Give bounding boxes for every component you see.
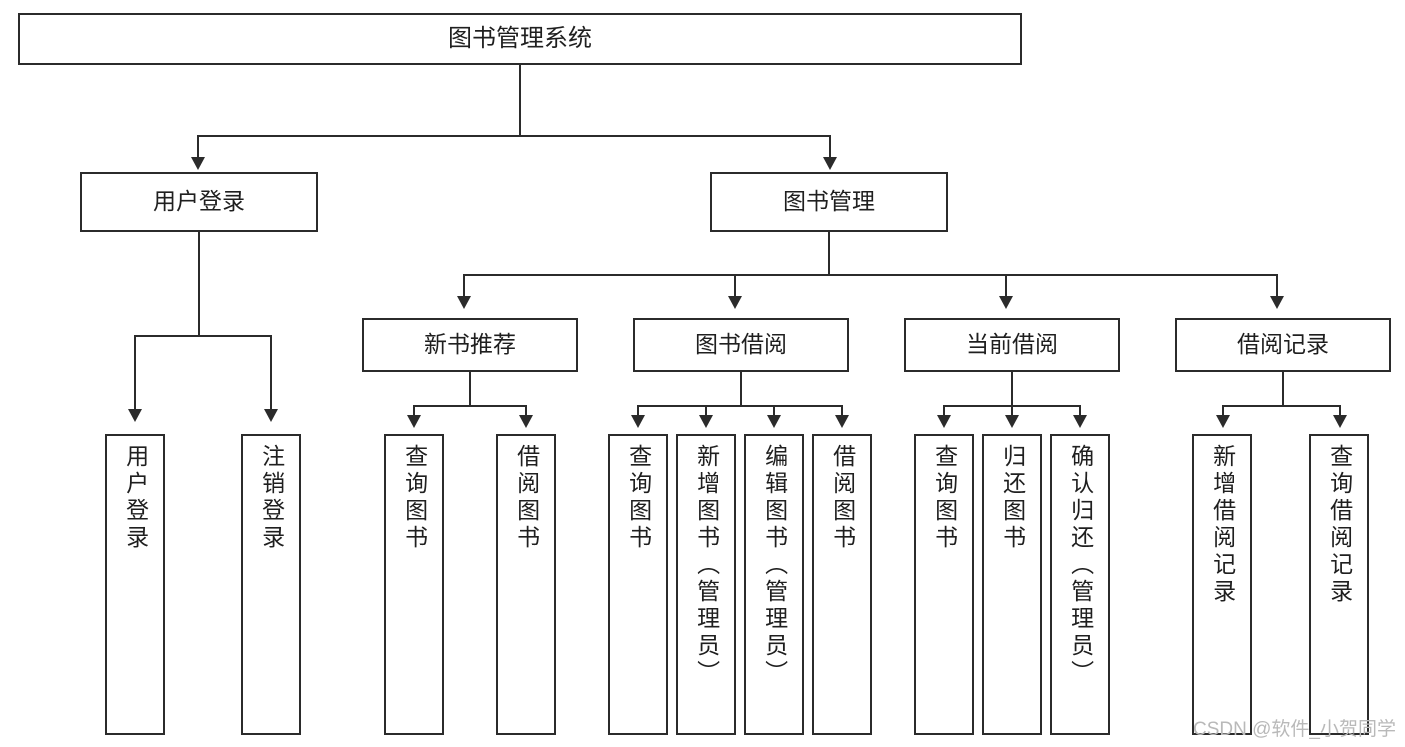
node-label: 图书借阅 <box>695 331 787 358</box>
connector-user-login-stem <box>198 232 200 336</box>
connector-bm-to-borrow-record <box>1276 274 1278 298</box>
arrow-bb-to-leaf-1 <box>631 415 645 428</box>
node-label: 新书推荐 <box>424 331 516 358</box>
node-borrow-record[interactable]: 借阅记录 <box>1175 318 1391 372</box>
node-label: 用户登录 <box>122 444 149 552</box>
node-label: 借阅图书 <box>513 444 540 552</box>
connector-book-borrow-bus <box>637 405 842 407</box>
node-label: 查询图书 <box>401 444 428 552</box>
node-label: 图书管理系统 <box>448 24 592 52</box>
node-label: 新增图书（管理员） <box>693 444 720 687</box>
node-label: 借阅记录 <box>1237 331 1329 358</box>
leaf-query-book-newbook[interactable]: 查询图书 <box>384 434 444 735</box>
arrow-bm-to-borrow-book <box>728 296 742 309</box>
arrow-cb-to-leaf-2 <box>1005 415 1019 428</box>
arrow-br-to-leaf-2 <box>1333 415 1347 428</box>
arrow-bm-to-new-book <box>457 296 471 309</box>
leaf-query-book-borrow[interactable]: 查询图书 <box>608 434 668 735</box>
connector-new-book-bus <box>413 405 527 407</box>
connector-br-to-leaf-1 <box>1222 405 1224 417</box>
connector-bm-to-new-book <box>463 274 465 298</box>
connector-book-management-bus <box>463 274 1277 276</box>
node-label: 注销登录 <box>258 444 285 552</box>
arrow-user-login-to-leaf-1 <box>128 409 142 422</box>
leaf-add-borrow-record[interactable]: 新增借阅记录 <box>1192 434 1252 735</box>
node-user-login[interactable]: 用户登录 <box>80 172 318 232</box>
connector-cb-to-leaf-1 <box>943 405 945 417</box>
arrow-nb-to-leaf-2 <box>519 415 533 428</box>
connector-user-login-to-leaf-1 <box>134 335 136 411</box>
connector-new-book-stem <box>469 372 471 407</box>
arrow-user-login-to-leaf-2 <box>264 409 278 422</box>
arrow-bb-to-leaf-4 <box>835 415 849 428</box>
leaf-user-login[interactable]: 用户登录 <box>105 434 165 735</box>
connector-root-stem <box>519 65 521 136</box>
node-label: 查询借阅记录 <box>1326 444 1353 606</box>
leaf-return-book[interactable]: 归还图书 <box>982 434 1042 735</box>
leaf-logout[interactable]: 注销登录 <box>241 434 301 735</box>
arrow-bb-to-leaf-2 <box>699 415 713 428</box>
node-label: 确认归还（管理员） <box>1067 444 1094 687</box>
leaf-confirm-return-admin[interactable]: 确认归还（管理员） <box>1050 434 1110 735</box>
connector-br-to-leaf-2 <box>1339 405 1341 417</box>
arrow-nb-to-leaf-1 <box>407 415 421 428</box>
connector-book-borrow-stem <box>740 372 742 407</box>
connector-root-to-user-login <box>197 135 199 159</box>
arrow-bm-to-current-borrow <box>999 296 1013 309</box>
leaf-borrow-book-borrow[interactable]: 借阅图书 <box>812 434 872 735</box>
leaf-query-book-current[interactable]: 查询图书 <box>914 434 974 735</box>
connector-current-borrow-stem <box>1011 372 1013 407</box>
node-root-book-management-system[interactable]: 图书管理系统 <box>18 13 1022 65</box>
connector-bb-to-leaf-1 <box>637 405 639 417</box>
connector-bb-to-leaf-3 <box>773 405 775 417</box>
connector-cb-to-leaf-3 <box>1079 405 1081 417</box>
connector-bb-to-leaf-4 <box>841 405 843 417</box>
node-label: 新增借阅记录 <box>1209 444 1236 606</box>
leaf-query-borrow-record[interactable]: 查询借阅记录 <box>1309 434 1369 735</box>
connector-bm-to-current-borrow <box>1005 274 1007 298</box>
node-label: 归还图书 <box>999 444 1026 552</box>
arrow-br-to-leaf-1 <box>1216 415 1230 428</box>
connector-user-login-bus <box>134 335 271 337</box>
connector-book-management-stem <box>828 232 830 276</box>
connector-root-to-book-management <box>829 135 831 159</box>
node-label: 图书管理 <box>783 188 875 215</box>
arrow-cb-to-leaf-3 <box>1073 415 1087 428</box>
node-label: 编辑图书（管理员） <box>761 444 788 687</box>
connector-nb-to-leaf-2 <box>525 405 527 417</box>
connector-user-login-to-leaf-2 <box>270 335 272 411</box>
node-book-borrow[interactable]: 图书借阅 <box>633 318 849 372</box>
node-label: 当前借阅 <box>966 331 1058 358</box>
arrow-root-to-user-login <box>191 157 205 170</box>
node-book-management[interactable]: 图书管理 <box>710 172 948 232</box>
arrow-bm-to-borrow-record <box>1270 296 1284 309</box>
arrow-root-to-book-management <box>823 157 837 170</box>
node-label: 查询图书 <box>931 444 958 552</box>
connector-borrow-record-bus <box>1222 405 1341 407</box>
arrow-bb-to-leaf-3 <box>767 415 781 428</box>
node-current-borrow[interactable]: 当前借阅 <box>904 318 1120 372</box>
leaf-borrow-book-newbook[interactable]: 借阅图书 <box>496 434 556 735</box>
node-label: 借阅图书 <box>829 444 856 552</box>
connector-borrow-record-stem <box>1282 372 1284 407</box>
connector-bm-to-borrow-book <box>734 274 736 298</box>
node-label: 查询图书 <box>625 444 652 552</box>
connector-root-bus <box>197 135 831 137</box>
connector-nb-to-leaf-1 <box>413 405 415 417</box>
connector-bb-to-leaf-2 <box>705 405 707 417</box>
node-new-book-recommend[interactable]: 新书推荐 <box>362 318 578 372</box>
leaf-edit-book-admin[interactable]: 编辑图书（管理员） <box>744 434 804 735</box>
node-label: 用户登录 <box>153 188 245 215</box>
arrow-cb-to-leaf-1 <box>937 415 951 428</box>
connector-cb-to-leaf-2 <box>1011 405 1013 417</box>
leaf-add-book-admin[interactable]: 新增图书（管理员） <box>676 434 736 735</box>
